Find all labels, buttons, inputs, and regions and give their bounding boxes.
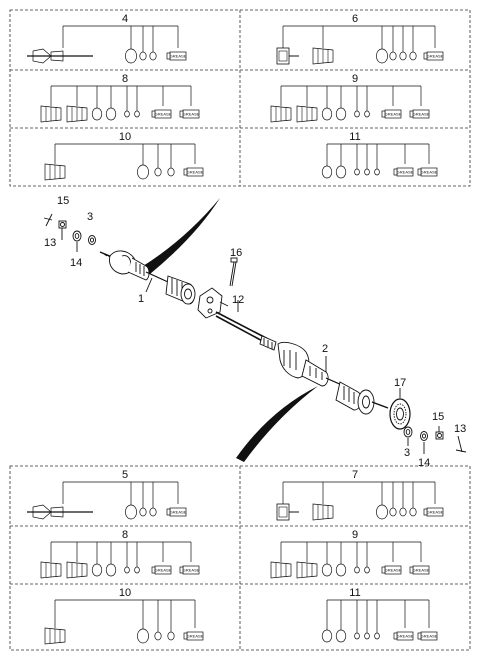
callout-1: 1 xyxy=(138,293,144,305)
kit-number: 6 xyxy=(352,13,358,25)
grease-label: GREASE xyxy=(170,510,187,515)
grease-label: GREASE xyxy=(155,112,172,117)
intermediate-shaft xyxy=(197,287,277,351)
grease-label: GREASE xyxy=(421,634,438,639)
callout-13-right: 13 xyxy=(454,423,466,435)
bottom-kit-box xyxy=(9,465,471,651)
callout-labels: 15 3 13 14 16 1 12 2 17 15 13 3 14 xyxy=(44,195,466,469)
grease-label: GREASE xyxy=(170,54,187,59)
leader-stripe-upper xyxy=(140,198,220,274)
driveshaft-right xyxy=(277,341,389,415)
grease-label: GREASE xyxy=(183,112,200,117)
callout-14-left: 14 xyxy=(70,257,82,269)
grease-label: GREASE xyxy=(427,54,444,59)
grease-label: GREASE xyxy=(413,568,430,573)
callout-13-left: 13 xyxy=(44,237,56,249)
kit-number: 8 xyxy=(122,529,128,541)
right-hardware xyxy=(403,426,467,454)
callout-12: 12 xyxy=(232,294,244,306)
callout-15-left: 15 xyxy=(57,195,69,207)
kit-number: 11 xyxy=(349,587,360,599)
grease-label: GREASE xyxy=(413,112,430,117)
callout-14-right: 14 xyxy=(418,457,430,469)
top-kit-box xyxy=(9,9,471,187)
grease-label: GREASE xyxy=(183,568,200,573)
bolt-16 xyxy=(229,257,238,287)
grease-label: GREASE xyxy=(397,634,414,639)
kit-number: 10 xyxy=(119,131,131,143)
callout-16: 16 xyxy=(230,247,242,259)
callout-15-right: 15 xyxy=(432,411,444,423)
kit-number: 11 xyxy=(349,131,360,143)
leader-stripe-lower xyxy=(236,386,318,462)
main-assembly xyxy=(43,198,467,462)
grease-label: GREASE xyxy=(427,510,444,515)
grease-label: GREASE xyxy=(397,170,414,175)
grease-label: GREASE xyxy=(187,634,204,639)
callout-3-left: 3 xyxy=(87,211,93,223)
callout-3-right: 3 xyxy=(404,447,410,459)
kit-number: 5 xyxy=(122,469,128,481)
grease-label: GREASE xyxy=(155,568,172,573)
left-hardware xyxy=(43,213,96,252)
callout-17: 17 xyxy=(394,377,406,389)
driveshaft-left xyxy=(99,250,196,305)
grease-label: GREASE xyxy=(421,170,438,175)
grease-label: GREASE xyxy=(385,112,402,117)
callout-2: 2 xyxy=(322,343,328,355)
kit-number: 9 xyxy=(352,529,358,541)
kit-number: 4 xyxy=(122,13,128,25)
grease-label: GREASE xyxy=(385,568,402,573)
kit-number: 10 xyxy=(119,587,131,599)
grease-label: GREASE xyxy=(187,170,204,175)
kit-number: 7 xyxy=(352,469,358,481)
kit-number: 9 xyxy=(352,73,358,85)
tone-ring-17 xyxy=(389,398,411,430)
kit-number: 8 xyxy=(122,73,128,85)
